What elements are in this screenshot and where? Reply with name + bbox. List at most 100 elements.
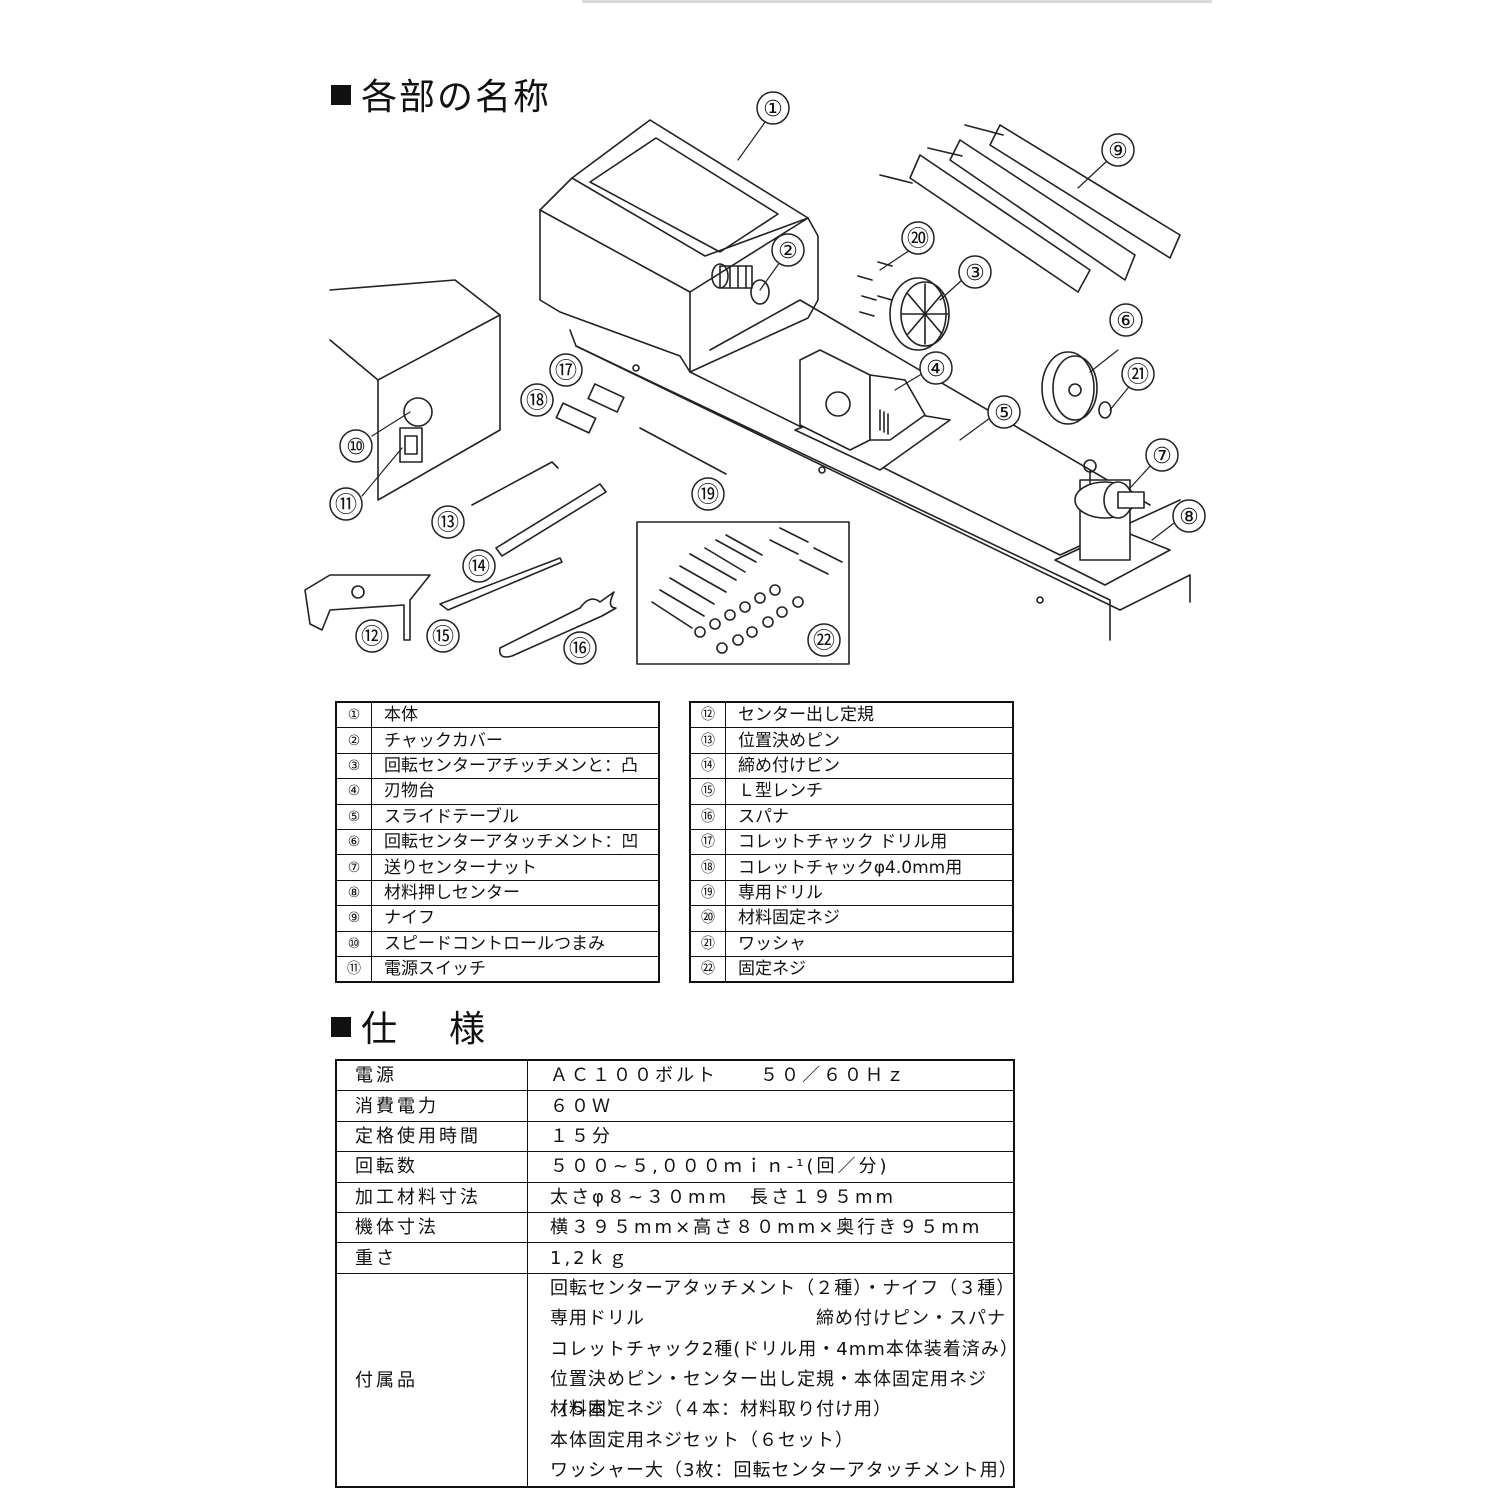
part-name: 電源スイッチ — [371, 955, 660, 983]
accessories-list: 回転センターアタッチメント（２種）・ナイフ（３種） 専用ドリル 締め付けピン・ス… — [527, 1272, 1019, 1488]
part-name: 刃物台 — [371, 778, 660, 805]
spec-label: 重さ — [335, 1242, 528, 1274]
callout-8: ⑧ — [1179, 505, 1199, 530]
accessory-line: コレットチャック2種(ドリル用・4mm本体装着済み） — [550, 1338, 1019, 1360]
specs-heading-text: 仕 様 — [361, 1009, 494, 1050]
part-number: ⑮ — [689, 778, 726, 805]
knives-drawing — [879, 124, 1181, 293]
part-number: ⑨ — [335, 905, 372, 932]
callout-numbers: ① ② ③ ④ ⑤ ⑥ ⑦ ⑧ ⑨ ⑩ ⑪ ⑫ ⑬ ⑭ ⑮ ⑯ ⑰ ⑱ ⑲ ⑳ … — [335, 97, 1199, 662]
part-name: 送りセンターナット — [371, 854, 660, 881]
parts-heading: 各部の名称 — [331, 80, 551, 116]
part-number: ④ — [335, 778, 372, 805]
callout-7: ⑦ — [1152, 444, 1172, 469]
part-number: ⑲ — [689, 879, 726, 907]
callout-22: ㉒ — [813, 629, 835, 654]
spec-label: 加工材料寸法 — [335, 1181, 528, 1213]
spec-label: 定格使用時間 — [335, 1120, 528, 1153]
accessory-line: 専用ドリル 締め付けピン・スパナ — [550, 1308, 1006, 1330]
callout-6: ⑥ — [1116, 309, 1136, 334]
table-row: 機体寸法横３９５mm×高さ８０mm×奥行き９５mm — [335, 1211, 1015, 1244]
part-number: ⑤ — [335, 803, 372, 830]
part-name: 本体 — [371, 701, 660, 729]
callout-10: ⑩ — [346, 435, 366, 460]
callout-16: ⑯ — [569, 637, 591, 662]
table-row: 付属品 回転センターアタッチメント（２種）・ナイフ（３種） 専用ドリル 締め付け… — [335, 1272, 1019, 1488]
callout-18: ⑱ — [526, 389, 548, 414]
part-name: 位置決めピン — [725, 727, 1014, 754]
accessories-label: 付属品 — [335, 1272, 528, 1488]
part-number: ㉒ — [689, 955, 726, 983]
accessory-line: 回転センターアタッチメント（２種）・ナイフ（３種） — [550, 1277, 1016, 1299]
spec-value: １５分 — [527, 1120, 1015, 1153]
accessory-line: ワッシャー大（3枚：回転センターアタッチメント用） — [550, 1460, 1018, 1482]
drill-drawing — [639, 427, 727, 475]
part-number: ① — [335, 701, 372, 729]
part-name: スピードコントロールつまみ — [371, 930, 660, 957]
tool-rest-drawing — [794, 349, 951, 471]
part-number: ⑪ — [335, 955, 372, 983]
part-name: 専用ドリル — [725, 879, 1014, 907]
spec-label: 消費電力 — [335, 1090, 528, 1122]
callout-15: ⑮ — [432, 625, 454, 650]
part-name: ワッシャ — [725, 930, 1014, 957]
part-name: 締め付けピン — [725, 752, 1014, 780]
part-number: ⑫ — [689, 701, 726, 729]
spec-value: 1,2ｋｇ — [527, 1242, 1015, 1274]
callout-3: ③ — [965, 261, 985, 286]
callout-17: ⑰ — [555, 359, 577, 384]
spec-value: 横３９５mm×高さ８０mm×奥行き９５mm — [527, 1211, 1015, 1244]
callout-13: ⑬ — [437, 511, 459, 536]
spec-label: 機体寸法 — [335, 1211, 528, 1244]
callout-11: ⑪ — [335, 493, 357, 518]
part-number: ② — [335, 727, 372, 754]
part-number: ⑳ — [689, 905, 726, 932]
spec-value: 太さφ８~３０mm 長さ１９５mm — [527, 1181, 1015, 1213]
spec-label: 電源 — [335, 1059, 528, 1092]
part-number: ⑯ — [689, 803, 726, 830]
part-number: ③ — [335, 752, 372, 780]
callout-20: ⑳ — [907, 227, 929, 252]
part-name: 材料固定ネジ — [725, 905, 1014, 932]
part-name: 材料押しセンター — [371, 879, 660, 907]
callout-21: ㉑ — [1127, 363, 1149, 388]
callout-2: ② — [778, 239, 798, 264]
accessory-line: 位置決めピン・センター出し定規・本体固定用ネジ（５本） — [550, 1368, 987, 1421]
callout-12: ⑫ — [361, 625, 383, 650]
callout-circles — [329, 91, 1206, 665]
center-attachment-convex-drawing — [857, 261, 950, 351]
top-divider-line — [582, 0, 1212, 3]
accessory-line: 材料固定ネジ（４本：材料取り付け用） — [550, 1399, 892, 1421]
center-attachment-concave-drawing — [1041, 351, 1112, 425]
part-number: ⑥ — [335, 828, 372, 856]
spec-value: ＡＣ１００ボルト ５０／６０Ｈｚ — [527, 1059, 1015, 1092]
part-name: スライドテーブル — [371, 803, 660, 830]
tailstock-drawing — [1054, 459, 1171, 586]
part-number: ⑰ — [689, 828, 726, 856]
part-name: コレットチャック ドリル用 — [725, 828, 1014, 856]
part-name: コレットチャックφ4.0mm用 — [725, 854, 1014, 881]
lathe-parts-diagram: ① ② ③ ④ ⑤ ⑥ ⑦ ⑧ ⑨ ⑩ ⑪ ⑫ ⑬ ⑭ ⑮ ⑯ ⑰ ⑱ ⑲ ⑳ … — [304, 91, 1206, 665]
callout-leader-lines — [361, 117, 1179, 541]
chuck-drawing — [711, 263, 770, 305]
